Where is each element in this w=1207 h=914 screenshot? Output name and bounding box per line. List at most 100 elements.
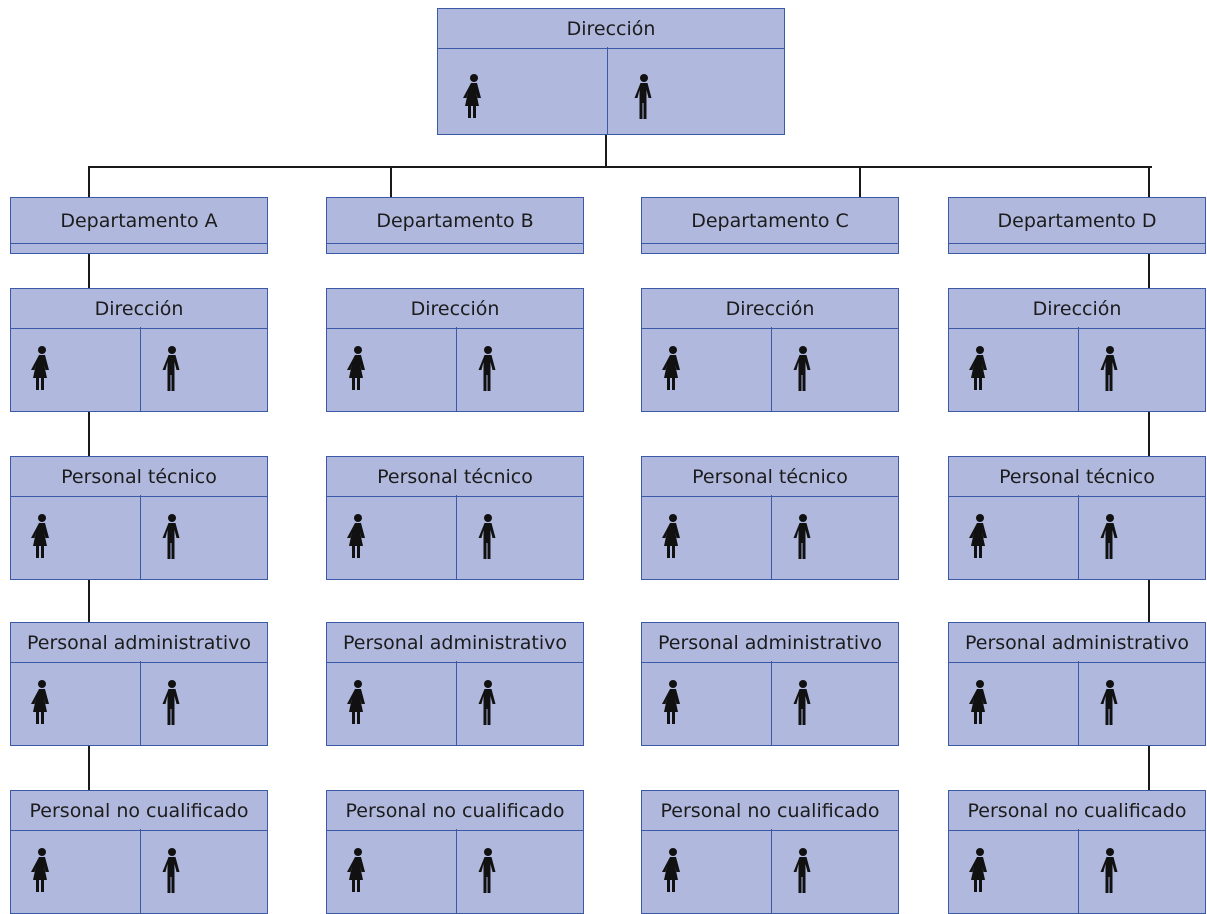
staff-level-box: Dirección [641, 288, 899, 412]
woman-cell [327, 829, 457, 913]
woman-cell [642, 327, 772, 411]
connector-line [88, 746, 90, 790]
connector-line [859, 166, 861, 197]
man-icon [474, 679, 502, 727]
woman-cell [327, 661, 457, 745]
connector-line [88, 166, 1152, 168]
department-box: Departamento D [948, 197, 1206, 254]
box-title: Personal técnico [11, 457, 267, 497]
staff-level-box: Personal no cualificado [326, 790, 584, 914]
staff-level-box: Personal administrativo [10, 622, 268, 746]
woman-icon [659, 847, 687, 895]
staff-level-box: Personal administrativo [948, 622, 1206, 746]
woman-icon [659, 345, 687, 393]
man-icon [158, 513, 186, 561]
woman-cell [438, 47, 608, 134]
box-title: Personal no cualificado [11, 791, 267, 831]
staff-level-box: Dirección [326, 288, 584, 412]
man-icon [474, 345, 502, 393]
man-icon [158, 345, 186, 393]
man-cell [457, 327, 583, 411]
staff-level-box: Personal técnico [948, 456, 1206, 580]
box-title: Dirección [438, 9, 784, 49]
man-cell [1079, 661, 1205, 745]
connector-line [1148, 412, 1150, 456]
woman-cell [11, 495, 141, 579]
man-icon [158, 847, 186, 895]
man-icon [1096, 679, 1124, 727]
staff-level-box: Personal administrativo [326, 622, 584, 746]
woman-icon [28, 847, 56, 895]
man-cell [457, 661, 583, 745]
department-box: Departamento B [326, 197, 584, 254]
woman-icon [659, 679, 687, 727]
connector-line [88, 166, 90, 197]
woman-cell [327, 495, 457, 579]
connector-line [1148, 746, 1150, 790]
woman-icon [966, 679, 994, 727]
staff-level-box: Personal administrativo [641, 622, 899, 746]
connector-line [88, 412, 90, 456]
man-icon [474, 513, 502, 561]
man-cell [141, 327, 267, 411]
man-cell [457, 495, 583, 579]
box-title: Dirección [642, 289, 898, 329]
box-title: Personal administrativo [949, 623, 1205, 663]
man-cell [1079, 327, 1205, 411]
connector-line [88, 254, 90, 288]
woman-icon [659, 513, 687, 561]
box-title: Departamento A [11, 198, 267, 244]
box-title: Dirección [11, 289, 267, 329]
department-box: Departamento A [10, 197, 268, 254]
woman-icon [28, 679, 56, 727]
man-cell [772, 829, 898, 913]
woman-cell [949, 327, 1079, 411]
man-icon [789, 847, 817, 895]
man-icon [1096, 847, 1124, 895]
box-title: Departamento D [949, 198, 1205, 244]
staff-level-box: Personal técnico [641, 456, 899, 580]
box-title: Personal administrativo [642, 623, 898, 663]
man-icon [789, 513, 817, 561]
woman-cell [949, 661, 1079, 745]
box-title: Personal administrativo [11, 623, 267, 663]
man-icon [1096, 513, 1124, 561]
department-box: Departamento C [641, 197, 899, 254]
box-title: Dirección [327, 289, 583, 329]
box-title: Personal técnico [949, 457, 1205, 497]
woman-cell [642, 829, 772, 913]
man-icon [789, 679, 817, 727]
man-cell [772, 327, 898, 411]
box-title: Personal administrativo [327, 623, 583, 663]
connector-line [605, 135, 607, 168]
man-cell [1079, 829, 1205, 913]
box-title: Personal no cualificado [327, 791, 583, 831]
connector-line [1148, 166, 1150, 197]
box-title: Personal técnico [327, 457, 583, 497]
staff-level-box: Personal no cualificado [641, 790, 899, 914]
man-cell [772, 661, 898, 745]
box-title: Personal no cualificado [642, 791, 898, 831]
box-title: Departamento B [327, 198, 583, 244]
woman-cell [327, 327, 457, 411]
woman-cell [11, 829, 141, 913]
box-title: Dirección [949, 289, 1205, 329]
staff-level-box: Personal no cualificado [948, 790, 1206, 914]
woman-cell [949, 495, 1079, 579]
woman-icon [966, 345, 994, 393]
woman-icon [966, 847, 994, 895]
man-cell [1079, 495, 1205, 579]
woman-icon [344, 513, 372, 561]
woman-cell [642, 495, 772, 579]
woman-cell [11, 327, 141, 411]
box-title: Departamento C [642, 198, 898, 244]
woman-cell [11, 661, 141, 745]
connector-line [88, 580, 90, 622]
woman-icon [28, 513, 56, 561]
staff-level-box: Dirección [948, 288, 1206, 412]
connector-line [1148, 580, 1150, 622]
woman-icon [344, 679, 372, 727]
staff-level-box: Personal técnico [10, 456, 268, 580]
staff-level-box: Personal no cualificado [10, 790, 268, 914]
